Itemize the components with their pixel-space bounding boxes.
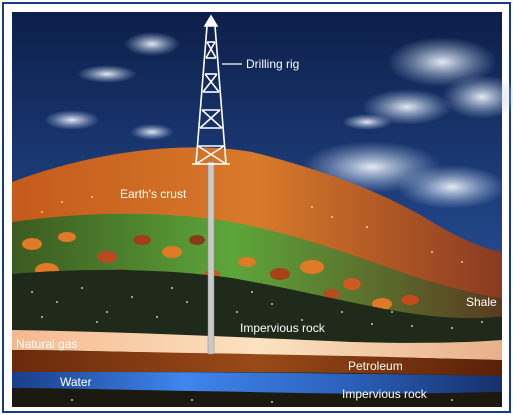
drill-pipe: [207, 161, 215, 355]
label-drilling-rig: Drilling rig: [246, 57, 299, 71]
label-water: Water: [60, 375, 92, 389]
drilling-rig-icon: [192, 14, 230, 165]
scene: Drilling rig Earth's crust Shale Impervi…: [12, 12, 513, 407]
rock-speckles: [31, 196, 483, 403]
label-petroleum: Petroleum: [348, 359, 403, 373]
shale-oil-pockets: [22, 232, 419, 310]
label-impervious-rock-lower: Impervious rock: [342, 387, 428, 401]
label-natural-gas: Natural gas: [16, 337, 77, 351]
label-shale: Shale: [466, 295, 497, 309]
water-layer: [12, 372, 502, 394]
petroleum-layer: [12, 350, 502, 376]
label-earths-crust: Earth's crust: [120, 187, 187, 201]
natural-gas-layer: [12, 330, 502, 360]
label-impervious-rock-upper: Impervious rock: [240, 321, 326, 335]
impervious-rock-lower: [12, 388, 502, 407]
